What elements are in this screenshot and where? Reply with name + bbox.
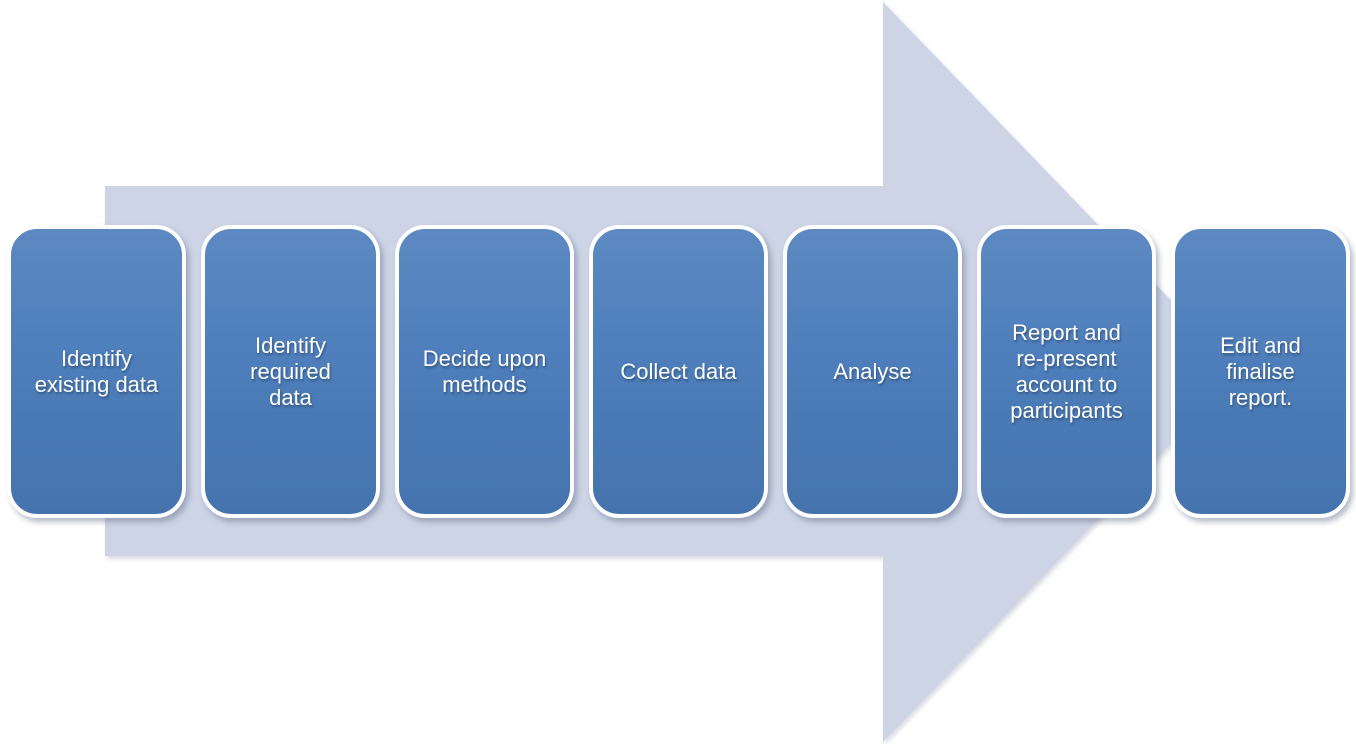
process-step-box-2: Identify required data: [201, 225, 380, 518]
process-step-box-4: Collect data: [589, 225, 768, 518]
process-step-label: Identify required data: [250, 332, 331, 410]
process-step-label: Collect data: [620, 358, 737, 384]
process-step-label: Identify existing data: [34, 345, 159, 397]
process-step-label: Report and re-present account to partici…: [1010, 319, 1123, 423]
process-step-box-5: Analyse: [783, 225, 962, 518]
process-step-box-1: Identify existing data: [7, 225, 186, 518]
process-step-box-6: Report and re-present account to partici…: [977, 225, 1156, 518]
process-step-label: Edit and finalise report.: [1220, 332, 1301, 410]
process-step-label: Decide upon methods: [422, 345, 547, 397]
process-step-label: Analyse: [833, 358, 912, 384]
process-steps: Identify existing data Identify required…: [7, 225, 1350, 518]
process-step-box-7: Edit and finalise report.: [1171, 225, 1350, 518]
process-step-box-3: Decide upon methods: [395, 225, 574, 518]
